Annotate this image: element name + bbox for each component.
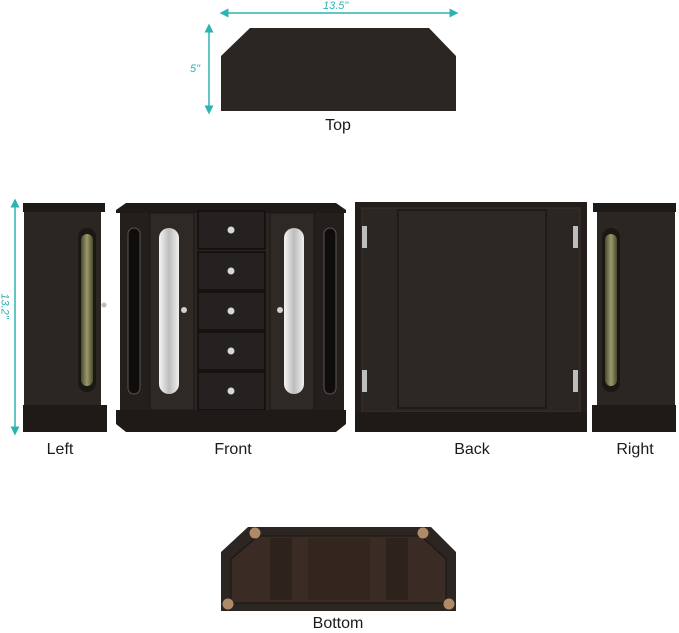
top-view xyxy=(204,8,459,115)
front-left-mirror xyxy=(159,228,179,394)
drawer-knob xyxy=(227,267,235,275)
left-base xyxy=(23,405,107,432)
felt-pad xyxy=(417,527,429,539)
right-beads xyxy=(605,234,617,386)
felt-pad xyxy=(249,527,261,539)
right-door-knob xyxy=(277,307,283,313)
left-view-label: Left xyxy=(46,441,74,458)
width-dimension-label: 13.5" xyxy=(323,0,349,12)
left-hinge-pin xyxy=(101,302,107,308)
bottom-view xyxy=(221,527,456,611)
front-right-mirror xyxy=(284,228,304,394)
right-base xyxy=(592,405,676,432)
bottom-view-label: Bottom xyxy=(312,615,364,632)
back-center-panel xyxy=(397,209,547,409)
back-base xyxy=(355,412,587,432)
bottom-slat xyxy=(308,538,370,600)
drawer xyxy=(197,331,266,371)
depth-dimension-label: 5" xyxy=(190,63,201,75)
bottom-slat xyxy=(386,538,408,600)
drawer-knob xyxy=(227,307,235,315)
front-crown xyxy=(116,203,346,213)
front-view-label: Front xyxy=(214,441,252,458)
back-hinge xyxy=(573,226,578,248)
back-view xyxy=(355,202,587,432)
right-view xyxy=(592,203,676,432)
left-crown xyxy=(23,203,105,212)
drawer-knob xyxy=(227,387,235,395)
front-right-side-window xyxy=(323,227,337,395)
felt-pad xyxy=(222,598,234,610)
top-view-label: Top xyxy=(325,117,351,134)
back-view-label: Back xyxy=(454,441,490,458)
left-door-knob xyxy=(181,307,187,313)
back-hinge xyxy=(362,370,367,392)
felt-pad xyxy=(443,598,455,610)
right-crown xyxy=(593,203,676,212)
front-view xyxy=(116,203,346,432)
left-view xyxy=(10,198,107,436)
back-hinge xyxy=(362,226,367,248)
top-surface xyxy=(221,28,456,111)
right-view-label: Right xyxy=(616,441,654,458)
drawer-knob xyxy=(227,226,235,234)
height-dimension-label: 13.2" xyxy=(0,293,11,319)
drawer-knob xyxy=(227,347,235,355)
drawer-stack xyxy=(197,210,266,411)
bottom-slat xyxy=(270,538,292,600)
front-left-side-window xyxy=(127,227,141,395)
left-beads xyxy=(81,234,93,386)
front-base xyxy=(116,410,346,432)
back-hinge xyxy=(573,370,578,392)
